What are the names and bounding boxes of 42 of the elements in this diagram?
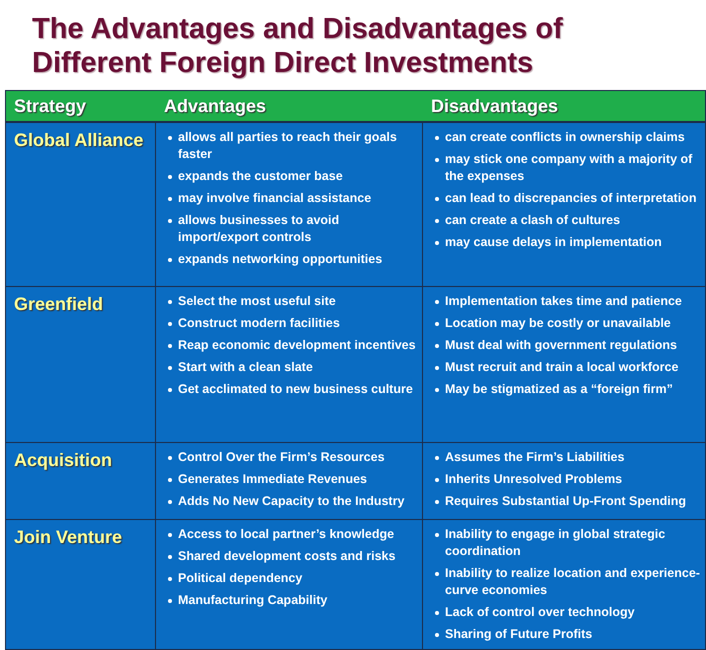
bullet-item: Reap economic development incentives — [164, 337, 418, 354]
bullet-item: Implementation takes time and patience — [431, 293, 701, 310]
bullet-item: Access to local partner’s knowledge — [164, 526, 418, 543]
bullet-item: Political dependency — [164, 570, 418, 587]
bullet-item: Must deal with government regulations — [431, 337, 701, 354]
row-header: Global Alliance — [14, 129, 144, 152]
bullet-item: may stick one company with a majority of the expenses — [431, 151, 701, 185]
bullet-item: Construct modern facilities — [164, 315, 418, 332]
column-header: Disadvantages — [430, 96, 558, 116]
bullet-item: can create a clash of cultures — [431, 212, 701, 229]
bullet-item: expands the customer base — [164, 168, 418, 185]
bullet-item: Start with a clean slate — [164, 359, 418, 376]
bullet-item: Control Over the Firm’s Resources — [164, 449, 418, 466]
row-header: Acquisition — [14, 449, 112, 472]
bullet-item: Location may be costly or unavailable — [431, 315, 701, 332]
bullet-item: Shared development costs and risks — [164, 548, 418, 565]
title: The Advantages and Disadvantages of Different Foreign Direct Investments — [32, 12, 564, 80]
bullet-item: Get acclimated to new business culture — [164, 381, 418, 398]
bullet-item: Select the most useful site — [164, 293, 418, 310]
column-header: Advantages — [163, 96, 266, 116]
bullet-item: Generates Immediate Revenues — [164, 471, 418, 488]
bullet-item: Must recruit and train a local workforce — [431, 359, 701, 376]
bullet-item: Adds No New Capacity to the Industry — [164, 493, 418, 510]
bullet-item: may involve financial assistance — [164, 190, 418, 207]
bullet-item: Inability to engage in global strategic coordination — [431, 526, 701, 560]
bullet-item: may cause delays in implementation — [431, 234, 701, 251]
bullet-item: can lead to discrepancies of interpretation — [431, 190, 701, 207]
bullet-item: May be stigmatized as a “foreign firm” — [431, 381, 701, 398]
bullet-item: can create conflicts in ownership claims — [431, 129, 701, 146]
bullet-item: Assumes the Firm’s Liabilities — [431, 449, 701, 466]
bullet-item: Requires Substantial Up-Front Spending — [431, 493, 701, 510]
bullet-item: allows all parties to reach their goals faster — [164, 129, 418, 163]
bullet-item: Lack of control over technology — [431, 604, 701, 621]
row-header: Join Venture — [14, 526, 122, 549]
bullet-item: expands networking opportunities — [164, 251, 418, 268]
bullet-item: Manufacturing Capability — [164, 592, 418, 609]
row-header: Greenfield — [14, 293, 104, 316]
column-header: Strategy — [13, 96, 86, 116]
bullet-item: Inability to realize location and experience-curve economies — [431, 565, 701, 599]
bullet-item: Sharing of Future Profits — [431, 626, 701, 643]
bullet-item: Inherits Unresolved Problems — [431, 471, 701, 488]
bullet-item: allows businesses to avoid import/export controls — [164, 212, 418, 246]
